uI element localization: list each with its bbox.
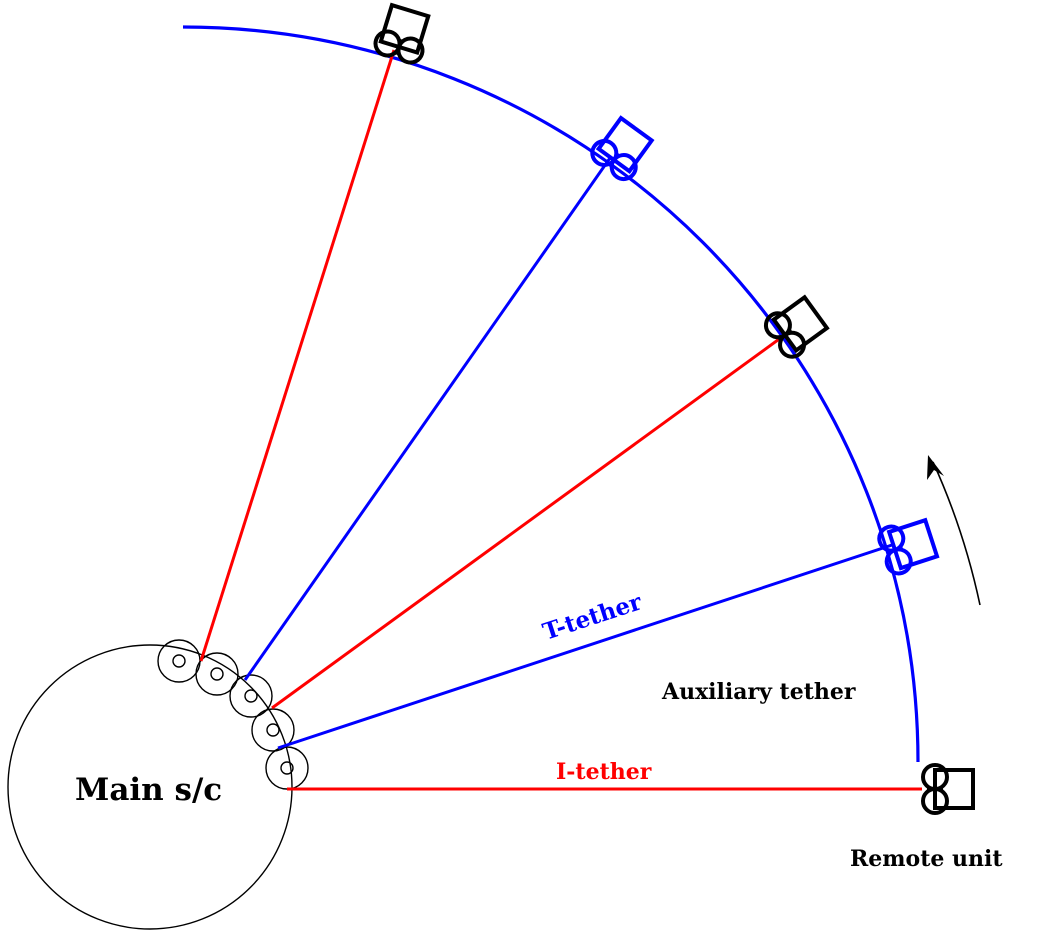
t-tether: [277, 543, 893, 750]
i-tether: [199, 49, 396, 662]
auxiliary-tether-label: Auxiliary tether: [661, 679, 856, 705]
tether-reel-icon: [157, 639, 309, 790]
remote-unit-icon: [761, 293, 830, 361]
motion-arrow: [932, 461, 981, 606]
auxiliary-tether: [182, 25, 920, 763]
remote-unit-label: Remote unit: [850, 846, 1003, 872]
main-spacecraft: [7, 644, 293, 930]
main-spacecraft-label: Main s/c: [75, 772, 222, 808]
remote-unit-icon: [370, 1, 436, 68]
i-tether-label: I-tether: [556, 759, 652, 785]
arrow-up-icon: [927, 455, 944, 480]
t-tether-label: T-tether: [540, 588, 646, 646]
t-tether: [243, 157, 612, 681]
i-tether: [271, 335, 783, 710]
remote-unit-icon: [921, 763, 975, 815]
